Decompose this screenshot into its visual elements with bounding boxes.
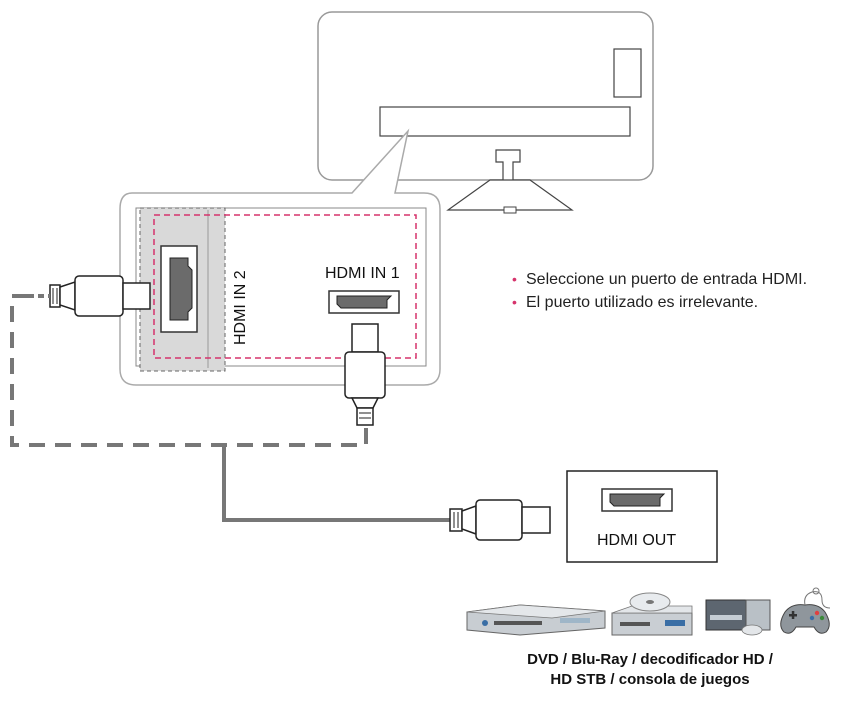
hdmi-out-port-icon: [601, 488, 673, 512]
set-top-box-icon: [705, 599, 771, 636]
source-devices-caption: DVD / Blu-Ray / decodificador HD / HD ST…: [460, 650, 840, 690]
hdmi-in-1-label: HDMI IN 1: [325, 265, 400, 282]
hdmi-in-1-port-icon: [328, 290, 400, 314]
caption-line-1: DVD / Blu-Ray / decodificador HD /: [527, 651, 773, 668]
port-panel-callout: [119, 128, 441, 386]
caption-line-2: HD STB / consola de juegos: [550, 671, 750, 688]
hdmi-plug-bottom: [344, 323, 386, 426]
hdmi-plug-right: [449, 499, 551, 541]
bullet-icon: •: [512, 294, 517, 310]
hdmi-plug-left: [28, 275, 151, 317]
instruction-notes: •Seleccione un puerto de entrada HDMI. •…: [512, 268, 807, 314]
note-item: •El puerto utilizado es irrelevante.: [512, 291, 807, 314]
hdmi-cable: [222, 445, 450, 522]
hdmi-ports-dashed-outline: [153, 214, 417, 359]
hdmi-in-2-port-icon: [160, 245, 198, 333]
game-console-icon: [780, 587, 831, 634]
dashed-alternative-cable: [10, 294, 368, 447]
hdmi-in-2-label: HDMI IN 2: [232, 270, 249, 345]
bullet-icon: •: [512, 271, 517, 287]
blu-ray-player-icon: [611, 592, 693, 636]
dvd-player-icon: [466, 604, 606, 636]
hdmi-out-label: HDMI OUT: [597, 532, 676, 549]
note-item: •Seleccione un puerto de entrada HDMI.: [512, 268, 807, 291]
hdmi-out-source-box: [566, 470, 718, 563]
